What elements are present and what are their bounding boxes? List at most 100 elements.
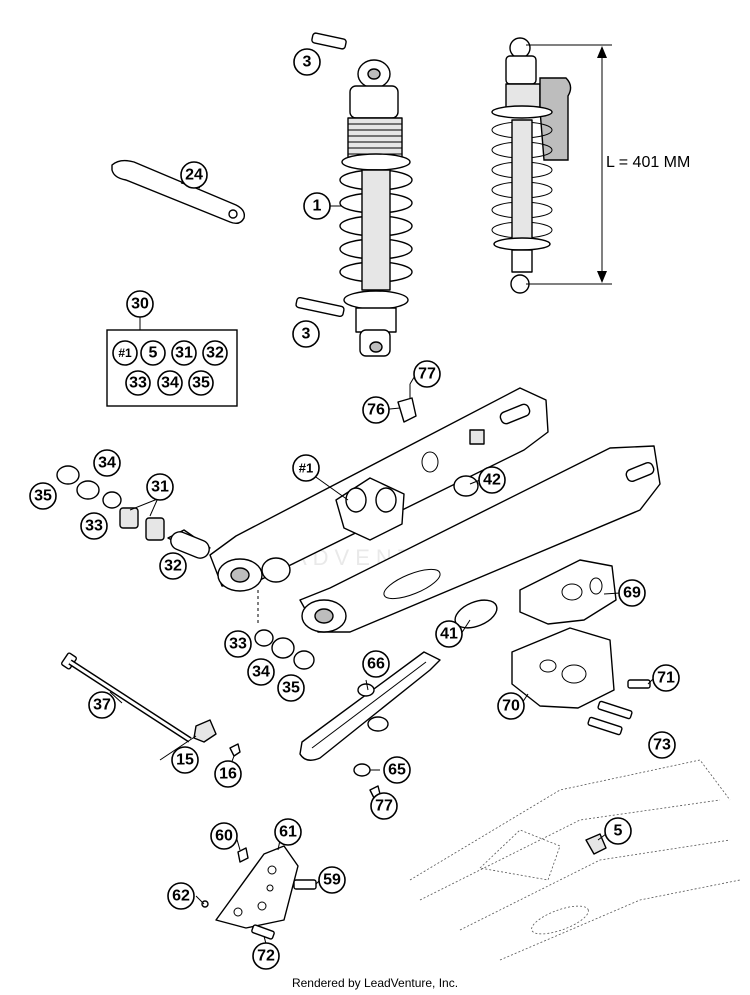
svg-text:60: 60 (215, 828, 233, 845)
svg-text:35: 35 (282, 680, 300, 697)
callout-65[interactable]: 65 (383, 756, 411, 784)
callout-32[interactable]: 32 (159, 552, 187, 580)
callout-77-top[interactable]: 77 (413, 360, 441, 388)
svg-text:34: 34 (98, 455, 116, 472)
svg-text:69: 69 (623, 585, 641, 602)
svg-text:33: 33 (129, 375, 147, 392)
callout-61[interactable]: 61 (274, 818, 302, 846)
svg-text:5: 5 (149, 345, 158, 362)
chain-guide-bracket (201, 845, 317, 940)
callout-72[interactable]: 72 (252, 942, 280, 970)
pivot-parts-left (56, 465, 211, 559)
axle-nut (193, 719, 241, 757)
svg-text:35: 35 (34, 488, 52, 505)
callout-77-bottom[interactable]: 77 (370, 792, 398, 820)
svg-text:70: 70 (502, 698, 520, 715)
callout-1[interactable]: 1 (303, 192, 331, 220)
svg-text:73: 73 (653, 737, 671, 754)
bearing-kit-box: #1 5 31 32 33 34 35 (106, 316, 238, 407)
svg-text:15: 15 (176, 752, 194, 769)
kit-item-1[interactable]: #1 (112, 340, 138, 366)
kit-item-31[interactable]: 31 (171, 340, 197, 366)
kit-item-35[interactable]: 35 (188, 370, 214, 396)
callout-swingarm-1[interactable]: #1 (292, 454, 320, 482)
svg-text:3: 3 (303, 54, 312, 71)
svg-text:59: 59 (323, 872, 341, 889)
svg-text:62: 62 (172, 888, 190, 905)
svg-text:#1: #1 (299, 461, 313, 476)
callout-15[interactable]: 15 (171, 746, 199, 774)
svg-text:72: 72 (257, 948, 275, 965)
callout-31[interactable]: 31 (146, 473, 174, 501)
svg-text:16: 16 (219, 766, 237, 783)
svg-text:41: 41 (440, 626, 458, 643)
svg-text:37: 37 (93, 697, 111, 714)
callout-59[interactable]: 59 (318, 866, 346, 894)
callout-3-top[interactable]: 3 (293, 48, 321, 76)
svg-text:77: 77 (418, 366, 436, 383)
svg-text:32: 32 (164, 558, 182, 575)
svg-text:33: 33 (85, 518, 103, 535)
svg-text:34: 34 (252, 664, 270, 681)
footer-credit: Rendered by LeadVenture, Inc. (291, 976, 459, 990)
kit-item-32[interactable]: 32 (202, 340, 228, 366)
svg-text:30: 30 (131, 296, 149, 313)
svg-text:33: 33 (229, 636, 247, 653)
svg-text:31: 31 (151, 479, 169, 496)
callout-37[interactable]: 37 (88, 691, 116, 719)
callout-73[interactable]: 73 (648, 731, 676, 759)
callout-3-bottom[interactable]: 3 (292, 320, 320, 348)
callout-60[interactable]: 60 (210, 822, 238, 850)
length-label: L = 401 MM (606, 154, 690, 171)
callout-5[interactable]: 5 (604, 817, 632, 845)
callout-70[interactable]: 70 (497, 692, 525, 720)
callout-71[interactable]: 71 (652, 664, 680, 692)
callout-69[interactable]: 69 (618, 579, 646, 607)
svg-text:5: 5 (614, 823, 623, 840)
bottom-bolt (295, 296, 345, 318)
chain-guide (519, 559, 617, 625)
callout-34-left[interactable]: 34 (93, 449, 121, 477)
svg-text:1: 1 (313, 198, 322, 215)
shock-side-view (491, 37, 572, 294)
kit-item-5[interactable]: 5 (140, 340, 166, 366)
svg-text:65: 65 (388, 762, 406, 779)
chain-guide-clip (397, 384, 417, 423)
svg-text:34: 34 (161, 375, 179, 392)
svg-text:3: 3 (302, 326, 311, 343)
callout-33-lower[interactable]: 33 (224, 630, 252, 658)
callout-33-left[interactable]: 33 (80, 512, 108, 540)
svg-text:35: 35 (192, 375, 210, 392)
callout-16[interactable]: 16 (214, 760, 242, 788)
assembly-inset (409, 759, 741, 961)
callout-34-lower[interactable]: 34 (247, 658, 275, 686)
svg-text:77: 77 (375, 798, 393, 815)
callout-24[interactable]: 24 (180, 161, 208, 189)
pivot-parts-lower (254, 629, 315, 670)
svg-text:66: 66 (367, 656, 385, 673)
callout-42[interactable]: 42 (478, 466, 506, 494)
kit-item-33[interactable]: 33 (125, 370, 151, 396)
svg-text:#1: #1 (118, 346, 132, 360)
svg-text:71: 71 (657, 670, 675, 687)
svg-text:31: 31 (175, 345, 193, 362)
swingarm[interactable] (209, 387, 661, 633)
callout-66[interactable]: 66 (362, 650, 390, 678)
spanner-wrench (111, 159, 246, 225)
callout-76[interactable]: 76 (362, 396, 390, 424)
bushing-42 (453, 475, 479, 497)
top-bolt (311, 32, 347, 50)
washer-65 (353, 763, 381, 799)
swingarm-axle (61, 652, 192, 743)
svg-text:76: 76 (367, 402, 385, 419)
callout-62[interactable]: 62 (167, 882, 195, 910)
svg-text:61: 61 (279, 824, 297, 841)
svg-text:42: 42 (483, 472, 501, 489)
kit-item-34[interactable]: 34 (157, 370, 183, 396)
shock-absorber[interactable] (311, 32, 413, 357)
callout-41[interactable]: 41 (435, 620, 463, 648)
callout-35-lower[interactable]: 35 (277, 674, 305, 702)
callout-35-left[interactable]: 35 (29, 482, 57, 510)
callout-30[interactable]: 30 (126, 290, 154, 318)
